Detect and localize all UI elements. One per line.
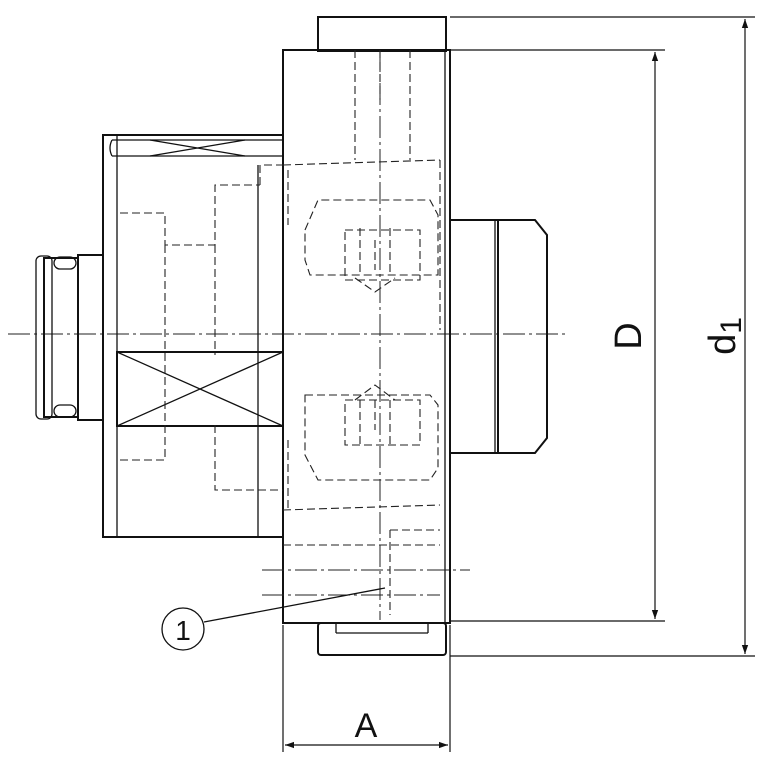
dimension-d1: d1	[450, 16, 755, 657]
left-connector	[35, 254, 104, 421]
dimension-A-label: A	[355, 707, 378, 745]
ring-section-top	[317, 16, 447, 52]
left-housing	[102, 134, 284, 538]
callout-1-label: 1	[175, 615, 191, 646]
dimension-d1-sub: 1	[715, 317, 748, 334]
main-body	[282, 49, 451, 624]
dimension-D-label: D	[608, 322, 650, 349]
dimension-D: D	[450, 49, 665, 622]
dimension-d1-label: d1	[702, 317, 748, 355]
ring-section-bottom	[317, 622, 447, 656]
callout-1: 1	[161, 587, 386, 651]
dimension-A: A	[282, 625, 451, 752]
knurled-knob	[450, 219, 548, 454]
dimension-d1-main: d	[702, 334, 744, 355]
hidden-lines	[120, 50, 470, 620]
